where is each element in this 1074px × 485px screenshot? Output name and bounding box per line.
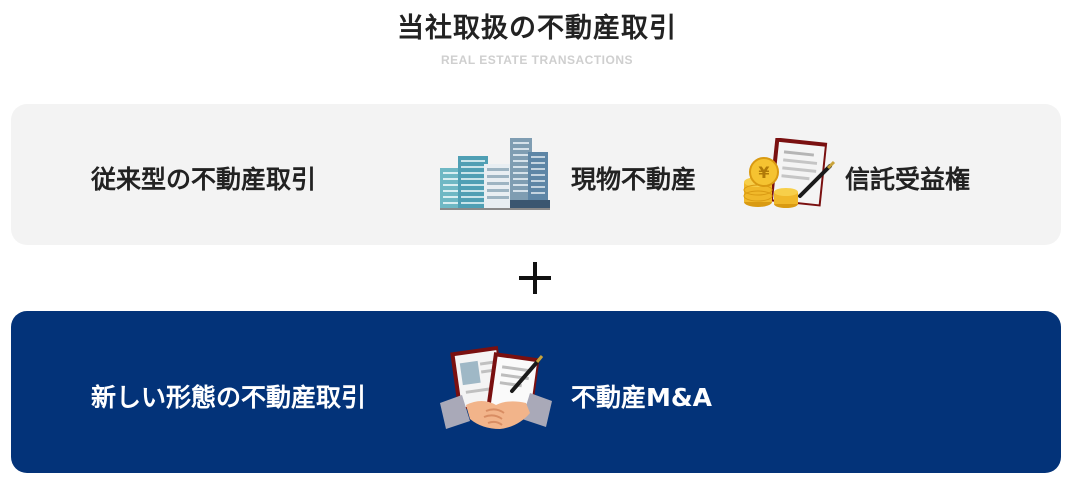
item-label-trust-beneficiary-rights: 信託受益権 [845, 165, 971, 194]
handshake-contract-icon [440, 345, 552, 437]
page-subtitle: REAL ESTATE TRANSACTIONS [440, 53, 633, 67]
traditional-transactions-panel: 従来型の不動産取引 [11, 104, 1061, 245]
traditional-transactions-label: 従来型の不動産取引 [91, 165, 317, 194]
trust-certificate-coins-icon: ¥ [742, 137, 842, 210]
new-form-transactions-label: 新しい形態の不動産取引 [91, 383, 367, 412]
item-label-real-estate-ma: 不動産M&A [571, 383, 713, 412]
item-label-physical-real-estate: 現物不動産 [571, 165, 697, 194]
plus-icon [519, 262, 551, 294]
svg-text:¥: ¥ [758, 163, 769, 182]
new-form-transactions-panel: 新しい形態の不動産取引 不動産M&A [11, 311, 1061, 473]
page-title: 当社取扱の不動産取引 [397, 13, 677, 44]
buildings-icon [440, 138, 550, 210]
